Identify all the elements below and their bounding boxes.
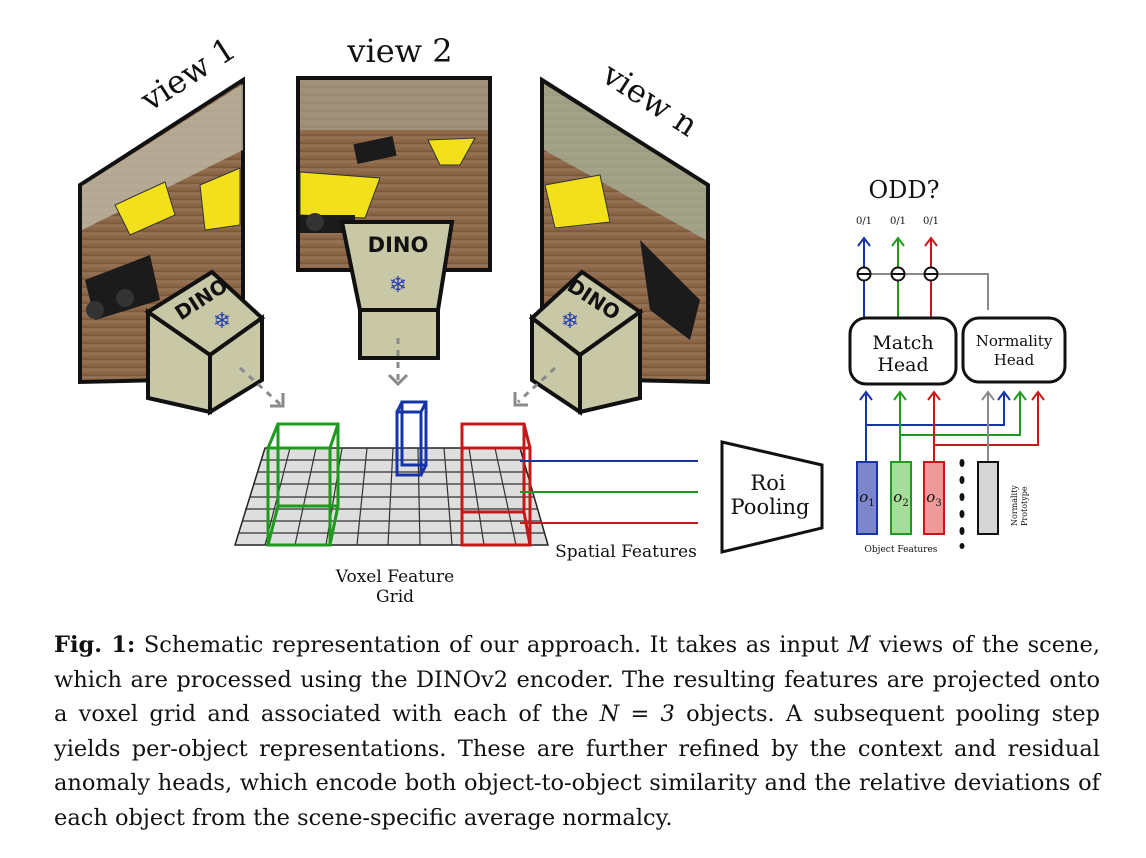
object-1-label: o [859, 488, 868, 506]
normality-prototype-line1: Normality [1010, 485, 1019, 526]
normality-prototype-bar [977, 461, 999, 535]
caption-var-n: N = 3 [599, 701, 675, 727]
normality-head: Normality Head [961, 316, 1067, 384]
view-2-label: view 2 [346, 32, 452, 70]
object-features: o1 o2 o3 Normality Prototype Object Feat… [856, 459, 1029, 555]
object-3-label: o [926, 488, 935, 506]
caption-var-m: M [847, 632, 871, 658]
object-features-label: Object Features [865, 545, 938, 555]
output-label-1: 0/1 [856, 216, 872, 227]
output-label-3: 0/1 [923, 216, 939, 227]
object-3-sub: 3 [935, 498, 941, 509]
svg-text:o2: o2 [893, 488, 908, 509]
output-label-2: 0/1 [890, 216, 906, 227]
projection-arrowheads [270, 373, 528, 408]
ellipsis-dots [959, 459, 965, 549]
object-2-sub: 2 [902, 498, 908, 509]
object-1-sub: 1 [868, 498, 874, 509]
figure-caption: Fig. 1: Schematic representation of our … [54, 628, 1100, 835]
view-n-panel: view n [540, 54, 710, 385]
output-arrows [857, 236, 989, 318]
normality-head-line1: Normality [976, 332, 1053, 350]
normality-head-line2: Head [994, 351, 1035, 369]
projection-arrows [238, 338, 557, 406]
normality-prototype-line2: Prototype [1020, 486, 1029, 526]
roi-pooling-block: Roi Pooling [720, 440, 824, 554]
snowflake-icon: ❄ [213, 309, 231, 334]
subtract-nodes [856, 266, 939, 282]
encoder-2-label: DINO [368, 233, 429, 257]
voxel-grid-label-line1: Voxel Feature [335, 567, 454, 587]
match-head-line1: Match [872, 332, 933, 354]
odd-label: ODD? [868, 176, 939, 204]
object-feature-2 [890, 461, 912, 535]
spatial-features-label: Spatial Features [555, 542, 697, 562]
roi-pooling-line2: Pooling [731, 495, 810, 519]
caption-text-2: views of the scene, which are processed … [54, 632, 1101, 727]
match-head-line2: Head [877, 354, 928, 376]
caption-text-1: Schematic representation of our approach… [135, 632, 848, 658]
svg-text:o3: o3 [926, 488, 941, 509]
object-feature-3 [923, 461, 945, 535]
encoder-1: DINO ❄ [144, 269, 266, 416]
caption-text-3: objects. A subsequent pooling step yield… [54, 701, 1100, 831]
match-head: Match Head [848, 316, 958, 386]
voxel-grid-label-line2: Grid [376, 587, 414, 607]
svg-text:o1: o1 [859, 488, 874, 509]
caption-label: Fig. 1: [54, 632, 136, 658]
encoder-2: DINO ❄ [339, 220, 455, 360]
object-2-label: o [893, 488, 902, 506]
head-input-wiring [859, 390, 1045, 462]
method-figure: view 1 DINO ❄ view 2 DINO ❄ view n DINO [78, 30, 1067, 607]
voxel-grid [233, 400, 549, 547]
spatial-feature-lines [520, 460, 698, 524]
roi-pooling-line1: Roi [750, 471, 785, 495]
snowflake-icon: ❄ [389, 273, 407, 298]
snowflake-icon: ❄ [561, 309, 579, 334]
object-feature-1 [856, 461, 878, 535]
